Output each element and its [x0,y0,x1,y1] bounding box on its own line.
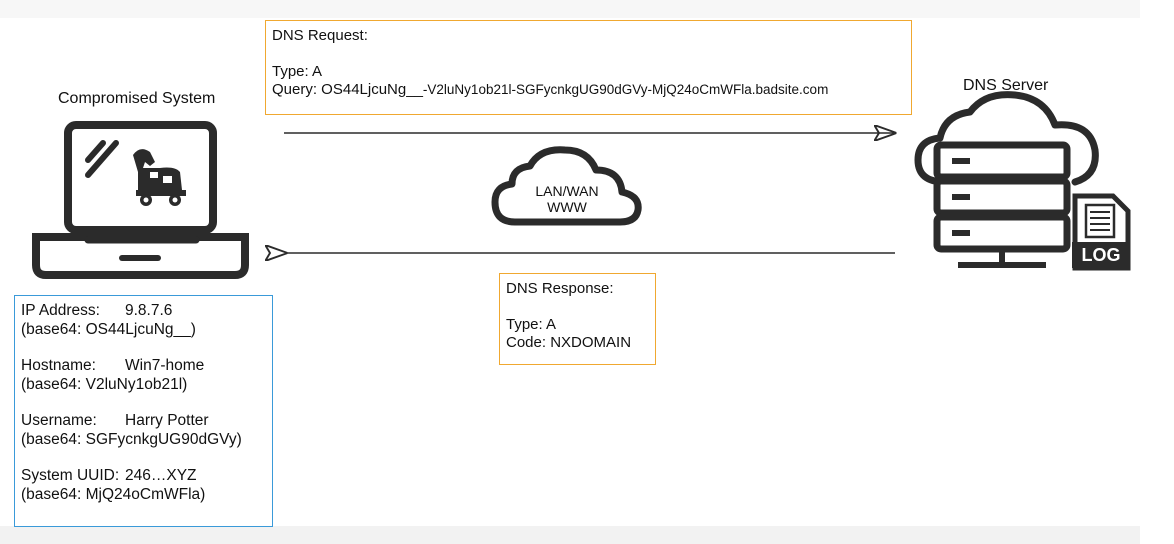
system-info-box: IP Address: 9.8.7.6 (base64: OS44LjcuNg__… [14,295,273,527]
log-file-icon [1072,193,1131,271]
uuid-value: 246…XYZ [125,467,197,484]
cloud-icon [491,146,642,226]
uuid-row: System UUID: 246…XYZ [21,467,266,486]
hostname-value: Win7-home [125,357,205,374]
compromised-system-title: Compromised System [58,90,216,107]
ip-value: 9.8.7.6 [125,302,173,319]
username-value: Harry Potter [125,412,209,429]
uuid-label: System UUID: [21,467,120,484]
hostname-base64: (base64: V2luNy1ob21l) [21,375,188,393]
response-type: Type: A [506,316,557,333]
response-heading: DNS Response: [506,280,614,297]
cloud-line-2: WWW [547,199,587,215]
server-cloud-icon [914,91,1099,268]
ip-base64: (base64: OS44LjcuNg__) [21,320,196,338]
trojan-horse-icon [133,149,186,206]
username-label: Username: [21,412,97,429]
dns-request-box: DNS Request: Type: A Query: OS44LjcuNg__… [265,20,912,115]
ip-row: IP Address: 9.8.7.6 [21,302,266,321]
background-bottom [0,526,1140,544]
dns-server-title: DNS Server [963,77,1049,94]
request-query-prefix: Query: OS44LjcuNg__ [272,81,423,98]
request-query: Query: OS44LjcuNg__-V2luNy1ob21l-SGFycnk… [272,81,905,99]
request-heading: DNS Request: [272,27,368,44]
request-type: Type: A [272,63,323,80]
username-row: Username: Harry Potter [21,412,266,431]
dns-response-box: DNS Response: Type: A Code: NXDOMAIN [499,273,656,365]
response-code: Code: NXDOMAIN [506,334,632,351]
hostname-row: Hostname: Win7-home [21,357,266,376]
ip-label: IP Address: [21,302,100,319]
log-label: LOG [1081,245,1121,265]
uuid-base64: (base64: MjQ24oCmWFla) [21,485,206,503]
cloud-label: LAN/WAN WWW [520,183,614,215]
background-top [0,0,1140,18]
laptop-icon [32,121,249,279]
hostname-label: Hostname: [21,357,96,374]
request-query-rest: -V2luNy1ob21l-SGFycnkgUG90dGVy-MjQ24oCmW… [422,82,829,97]
username-base64: (base64: SGFycnkgUG90dGVy) [21,430,242,448]
cloud-line-1: LAN/WAN [535,183,599,199]
